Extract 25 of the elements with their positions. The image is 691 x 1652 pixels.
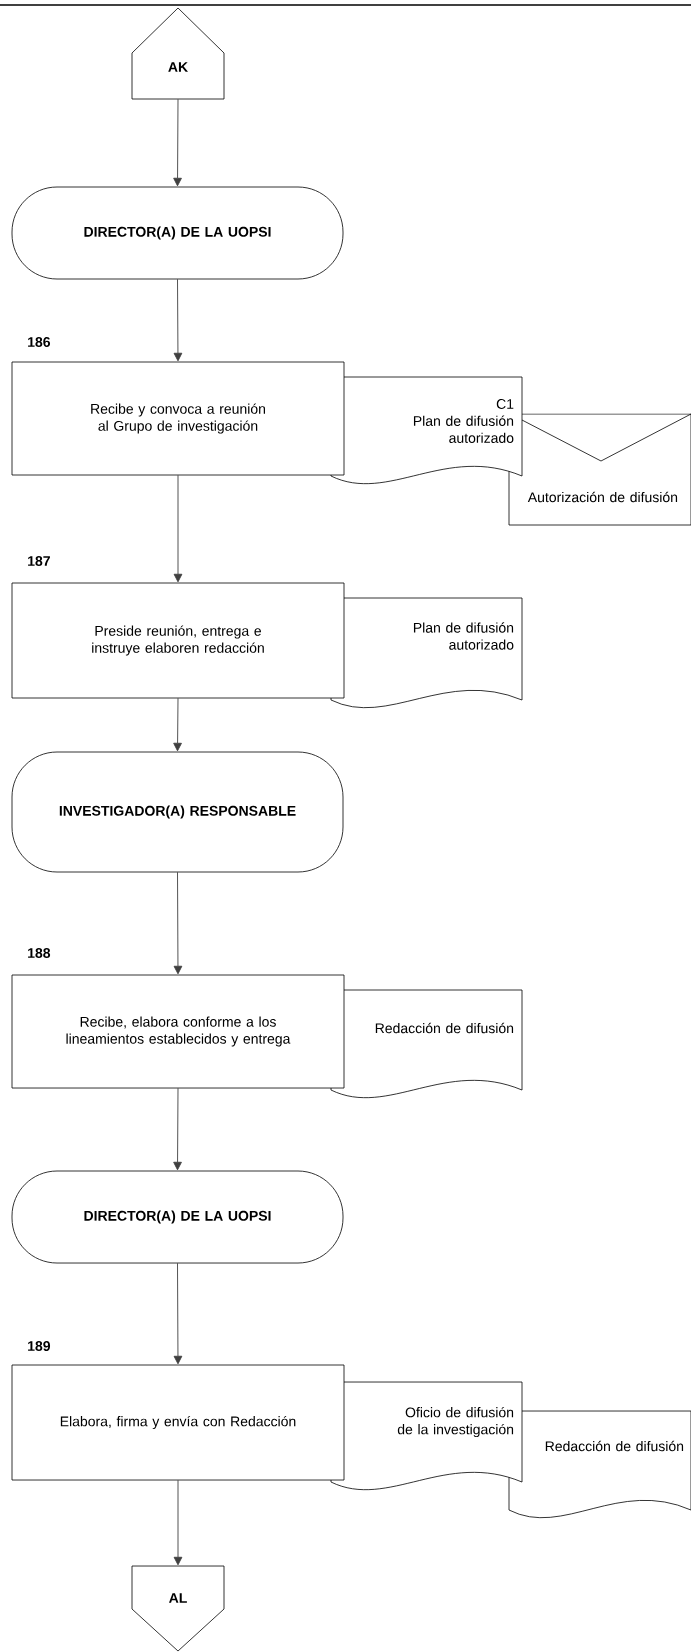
arrow <box>173 1087 182 1171</box>
process-box: Elabora, firma y envía con Redacción <box>11 1364 345 1481</box>
arrow <box>173 1262 183 1365</box>
step-number: 186 <box>28 337 51 347</box>
off-page-connector: AK <box>131 7 225 100</box>
step-number: 189 <box>28 1341 51 1351</box>
document-shape: Redacción de difusión <box>330 989 523 1098</box>
arrow <box>173 98 182 187</box>
terminator-box: DIRECTOR(A) DE LA UOPSI <box>11 1170 344 1264</box>
off-page-connector: AL <box>131 1565 225 1652</box>
arrow <box>173 474 183 583</box>
document-shape: Oficio de difusión de la investigación <box>330 1381 523 1490</box>
process-box: Preside reunión, entrega e instruye elaboren redacción <box>11 582 345 699</box>
process-box: Recibe, elabora conforme a los lineamientos establecidos y entrega <box>11 974 345 1089</box>
terminator-box: DIRECTOR(A) DE LA UOPSI <box>11 186 344 280</box>
step-number: 187 <box>28 556 50 566</box>
arrow <box>173 278 183 362</box>
process-box: Recibe y convoca a reunión al Grupo de investigación <box>11 361 345 476</box>
document-shape: Plan de difusión autorizado <box>330 597 523 708</box>
step-number: 188 <box>28 948 51 958</box>
arrow <box>173 697 182 752</box>
arrow <box>173 1479 183 1566</box>
document-shape: C1 Plan de difusión autorizado <box>330 376 523 484</box>
arrow <box>173 871 183 975</box>
terminator-box: INVESTIGADOR(A) RESPONSABLE <box>11 751 344 873</box>
